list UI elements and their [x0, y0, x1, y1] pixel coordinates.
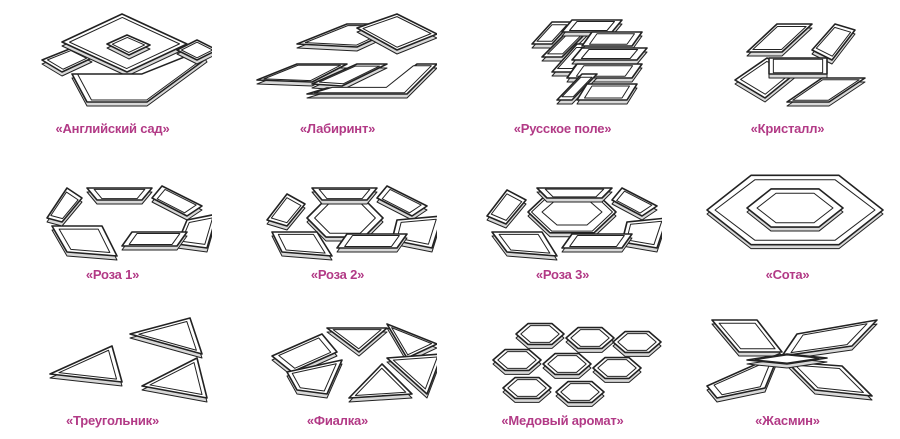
gallery-item-violet: «Фиалка»: [225, 292, 450, 438]
triangle-left-soil: [58, 349, 118, 380]
hex-bed-2-soil: [570, 329, 610, 347]
honeycomb-icon: [706, 174, 884, 250]
rose-3-icon: [486, 187, 662, 261]
bed-right-soil: [180, 41, 212, 59]
gallery-item-rose-3: «Роза 3»: [450, 146, 675, 292]
bed-c-soil: [362, 16, 432, 48]
petal-bl-soil: [277, 233, 326, 254]
item-caption: «Роза 1»: [85, 267, 140, 282]
hex-bed-8-soil: [560, 383, 600, 401]
item-caption: «Английский сад»: [55, 121, 170, 136]
russian-field-icon: [531, 19, 648, 105]
hex-bed-7-soil: [507, 379, 547, 397]
hex-bed-6-soil: [597, 359, 637, 377]
crystal-d-soil: [772, 58, 824, 74]
triangle-icon: [49, 317, 208, 403]
crystal-a-soil: [752, 26, 807, 50]
row-9-soil: [584, 85, 630, 99]
leaf-bl-soil: [713, 359, 773, 396]
jasmine-icon: [706, 319, 878, 403]
rose-1-icon: [46, 185, 212, 261]
leaf-tr-soil: [790, 323, 868, 354]
item-caption: «Фиалка»: [306, 413, 369, 428]
triangle-right-soil: [149, 362, 203, 396]
petal-b-soil: [354, 367, 407, 396]
violet-icon: [271, 323, 437, 403]
bed-d-soil: [319, 65, 380, 85]
bed-center-soil: [111, 36, 146, 53]
hex-bed-3-soil: [617, 333, 657, 351]
item-caption: «Треугольник»: [66, 413, 159, 428]
gallery-item-rose-1: «Роза 1»: [0, 146, 225, 292]
row-1-soil: [536, 24, 568, 42]
petal-l-soil: [270, 197, 302, 224]
row-8-soil: [561, 76, 593, 98]
inner-hex-soil: [756, 192, 834, 224]
crystal-icon: [734, 23, 866, 107]
item-caption: «Жасмин»: [755, 413, 820, 428]
item-caption: «Лабиринт»: [299, 121, 376, 136]
gallery-item-honeycomb: «Сота»: [675, 146, 900, 292]
gallery-item-english-garden: «Английский сад»: [0, 0, 225, 146]
gallery-item-rose-2: «Роза 2»: [225, 146, 450, 292]
petal-top-soil: [544, 188, 605, 198]
petal-l-soil: [50, 191, 79, 220]
hex-bed-5-soil: [547, 355, 587, 373]
petal-b-soil: [344, 235, 400, 247]
petal-bl-soil: [291, 363, 337, 392]
petal-bl-soil: [58, 228, 111, 253]
petal-l-soil: [278, 337, 332, 369]
gallery-item-russian-field: «Русское поле»: [450, 0, 675, 146]
petal-bl-soil: [498, 233, 551, 254]
item-caption: «Кристалл»: [750, 121, 825, 136]
item-caption: «Роза 3»: [535, 267, 590, 282]
honey-aroma-icon: [492, 322, 662, 407]
petal-r-soil: [392, 356, 437, 390]
petal-b-soil: [128, 233, 181, 245]
row-5-soil: [589, 33, 635, 45]
bed-a-soil: [263, 64, 341, 82]
leaf-center-soil: [754, 354, 820, 364]
leaf-tl-soil: [718, 322, 776, 350]
petal-tr-soil: [391, 327, 433, 356]
hex-bed-4-soil: [497, 351, 537, 369]
gallery-item-crystal: «Кристалл»: [675, 0, 900, 146]
row-4-soil: [569, 21, 615, 31]
row-6-soil: [580, 49, 639, 59]
bed-left-soil: [47, 50, 87, 70]
hex-bed-1-soil: [520, 325, 560, 343]
item-caption: «Медовый аромат»: [501, 413, 624, 428]
petal-tr-soil: [616, 190, 653, 214]
gallery-item-triangle: «Треугольник»: [0, 292, 225, 438]
triangle-top-soil: [138, 320, 197, 351]
petal-tr-soil: [156, 188, 197, 214]
rose-2-icon: [266, 185, 437, 261]
petal-top-soil: [93, 188, 146, 200]
item-caption: «Сота»: [765, 267, 810, 282]
petal-top-soil: [332, 329, 382, 350]
crystal-e-soil: [792, 79, 860, 101]
crystal-b-soil: [815, 26, 852, 57]
item-caption: «Русское поле»: [513, 121, 612, 136]
labyrinth-icon: [256, 13, 437, 99]
item-caption: «Роза 2»: [310, 267, 365, 282]
leaf-br-soil: [794, 364, 864, 393]
petal-tr-soil: [381, 188, 422, 214]
petal-l-soil: [490, 193, 523, 221]
bed-e-soil: [313, 65, 432, 94]
petal-top-soil: [318, 188, 371, 200]
petal-b-soil: [569, 235, 625, 247]
gallery-item-honey-aroma: «Медовый аромат»: [450, 292, 675, 438]
english-garden-icon: [41, 13, 212, 107]
gallery-item-jasmine: «Жасмин»: [675, 292, 900, 438]
gallery-item-labyrinth: «Лабиринт»: [225, 0, 450, 146]
